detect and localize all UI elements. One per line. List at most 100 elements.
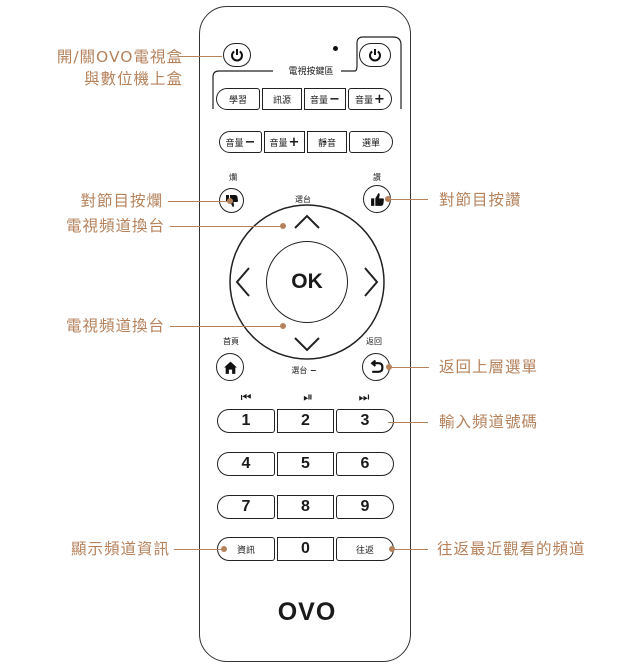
home-caption: 首頁 bbox=[223, 337, 239, 346]
key-9-label: 9 bbox=[360, 498, 370, 515]
callout-info: 顯示頻道資訊 bbox=[70, 540, 170, 558]
ok-button[interactable]: OK bbox=[266, 241, 348, 323]
callout-line bbox=[388, 422, 428, 423]
back-icon bbox=[370, 359, 383, 373]
key-8-label: 8 bbox=[301, 498, 310, 515]
callout-recent: 往返最近觀看的頻道 bbox=[437, 540, 586, 558]
ovo-power-button[interactable] bbox=[223, 43, 251, 67]
tv-volume-down-button[interactable]: 音量− bbox=[304, 88, 346, 110]
volume-down-button[interactable]: 音量− bbox=[219, 131, 262, 153]
dislike-caption: 爛 bbox=[229, 173, 237, 182]
back-button[interactable] bbox=[362, 353, 390, 381]
volume-down-label: 音量 bbox=[225, 138, 244, 149]
home-button[interactable] bbox=[216, 353, 244, 381]
callout-input-number: 輸入頻道號碼 bbox=[439, 413, 539, 431]
callout-power: 開/關OVO電視盒 與數位機上盒 bbox=[0, 46, 183, 90]
left-arrow-icon[interactable] bbox=[235, 267, 250, 297]
callout-power-line1: 開/關OVO電視盒 bbox=[56, 48, 183, 66]
callout-dot bbox=[386, 364, 392, 370]
ovo-logo: OVO bbox=[277, 598, 337, 626]
callout-dot bbox=[227, 198, 233, 204]
callout-dot bbox=[280, 223, 286, 229]
callout-line bbox=[390, 199, 428, 200]
callout-channel-up: 電視頻道換台 bbox=[65, 217, 165, 235]
key-1[interactable]: 1 bbox=[217, 409, 275, 433]
learn-button[interactable]: 學習 bbox=[216, 88, 260, 110]
callout-dot bbox=[385, 196, 391, 202]
key-5-label: 5 bbox=[301, 455, 310, 472]
ok-label: OK bbox=[291, 270, 323, 293]
previous-icon: ⏮ bbox=[240, 390, 252, 404]
callout-channel-down: 電視頻道換台 bbox=[65, 317, 165, 335]
like-caption: 讚 bbox=[373, 173, 381, 182]
tv-zone-label: 電視按鍵區 bbox=[288, 67, 334, 77]
key-0[interactable]: 0 bbox=[277, 537, 334, 561]
key-6-label: 6 bbox=[360, 455, 370, 472]
key-0-label: 0 bbox=[301, 540, 310, 557]
key-2[interactable]: 2 bbox=[277, 409, 334, 433]
plus-icon: + bbox=[374, 91, 385, 107]
recall-button[interactable]: 往返 bbox=[336, 537, 394, 561]
key-9[interactable]: 9 bbox=[336, 495, 394, 519]
channel-up-icon[interactable] bbox=[294, 214, 320, 229]
callout-line bbox=[178, 56, 222, 57]
callout-power-line2: 與數位機上盒 bbox=[83, 70, 183, 88]
tv-zone-frame bbox=[212, 36, 402, 109]
like-button[interactable] bbox=[363, 185, 391, 213]
key-3[interactable]: 3 bbox=[336, 409, 394, 433]
power-icon bbox=[369, 49, 381, 62]
callout-line bbox=[170, 326, 282, 327]
callout-dot bbox=[221, 546, 227, 552]
callout-line bbox=[174, 549, 222, 550]
play-pause-icon: ⏯ bbox=[303, 390, 313, 404]
channel-down-caption-text: 選台 bbox=[291, 366, 308, 375]
channel-down-icon[interactable] bbox=[294, 337, 320, 352]
key-1-label: 1 bbox=[241, 412, 251, 429]
mute-button[interactable]: 靜音 bbox=[307, 131, 347, 153]
dpad bbox=[229, 204, 385, 360]
next-icon: ⏭ bbox=[358, 390, 370, 404]
callout-back-menu: 返回上層選單 bbox=[439, 358, 539, 376]
mute-label: 靜音 bbox=[317, 138, 336, 149]
key-2-label: 2 bbox=[301, 412, 310, 429]
learn-label: 學習 bbox=[228, 95, 247, 106]
volume-up-label: 音量 bbox=[269, 138, 288, 149]
callout-line bbox=[394, 549, 428, 550]
tv-volume-up-label: 音量 bbox=[355, 95, 374, 106]
key-5[interactable]: 5 bbox=[277, 452, 334, 476]
power-icon bbox=[231, 49, 243, 62]
channel-up-caption: 選台 bbox=[295, 195, 311, 204]
callout-line bbox=[170, 226, 282, 227]
key-4[interactable]: 4 bbox=[217, 452, 275, 476]
channel-down-caption: 選台 − bbox=[284, 365, 324, 376]
plus-icon: + bbox=[288, 134, 300, 150]
callout-like: 對節目按讚 bbox=[439, 191, 522, 209]
key-3-label: 3 bbox=[360, 412, 370, 429]
tv-volume-up-button[interactable]: 音量+ bbox=[348, 88, 392, 110]
tv-volume-down-label: 音量 bbox=[310, 95, 329, 106]
source-button[interactable]: 訊源 bbox=[262, 88, 302, 110]
minus-icon: − bbox=[309, 366, 317, 375]
source-label: 訊源 bbox=[272, 95, 291, 106]
key-7[interactable]: 7 bbox=[217, 495, 275, 519]
home-icon bbox=[223, 361, 237, 374]
back-caption: 返回 bbox=[366, 337, 382, 346]
minus-icon: − bbox=[329, 91, 340, 107]
menu-button[interactable]: 選單 bbox=[349, 131, 393, 153]
volume-up-button[interactable]: 音量+ bbox=[264, 131, 305, 153]
right-arrow-icon[interactable] bbox=[364, 267, 379, 297]
callout-dislike: 對節目按爛 bbox=[80, 192, 163, 210]
callout-dot bbox=[280, 323, 286, 329]
key-6[interactable]: 6 bbox=[336, 452, 394, 476]
tv-power-button[interactable] bbox=[359, 43, 391, 67]
recall-label: 往返 bbox=[355, 545, 374, 556]
thumbs-up-icon bbox=[370, 192, 384, 206]
indicator-light bbox=[333, 46, 338, 51]
menu-label: 選單 bbox=[361, 138, 380, 149]
key-4-label: 4 bbox=[241, 455, 251, 472]
minus-icon: − bbox=[244, 134, 256, 150]
callout-line bbox=[168, 201, 228, 202]
key-8[interactable]: 8 bbox=[277, 495, 334, 519]
callout-dot bbox=[389, 546, 395, 552]
callout-line bbox=[391, 367, 429, 368]
